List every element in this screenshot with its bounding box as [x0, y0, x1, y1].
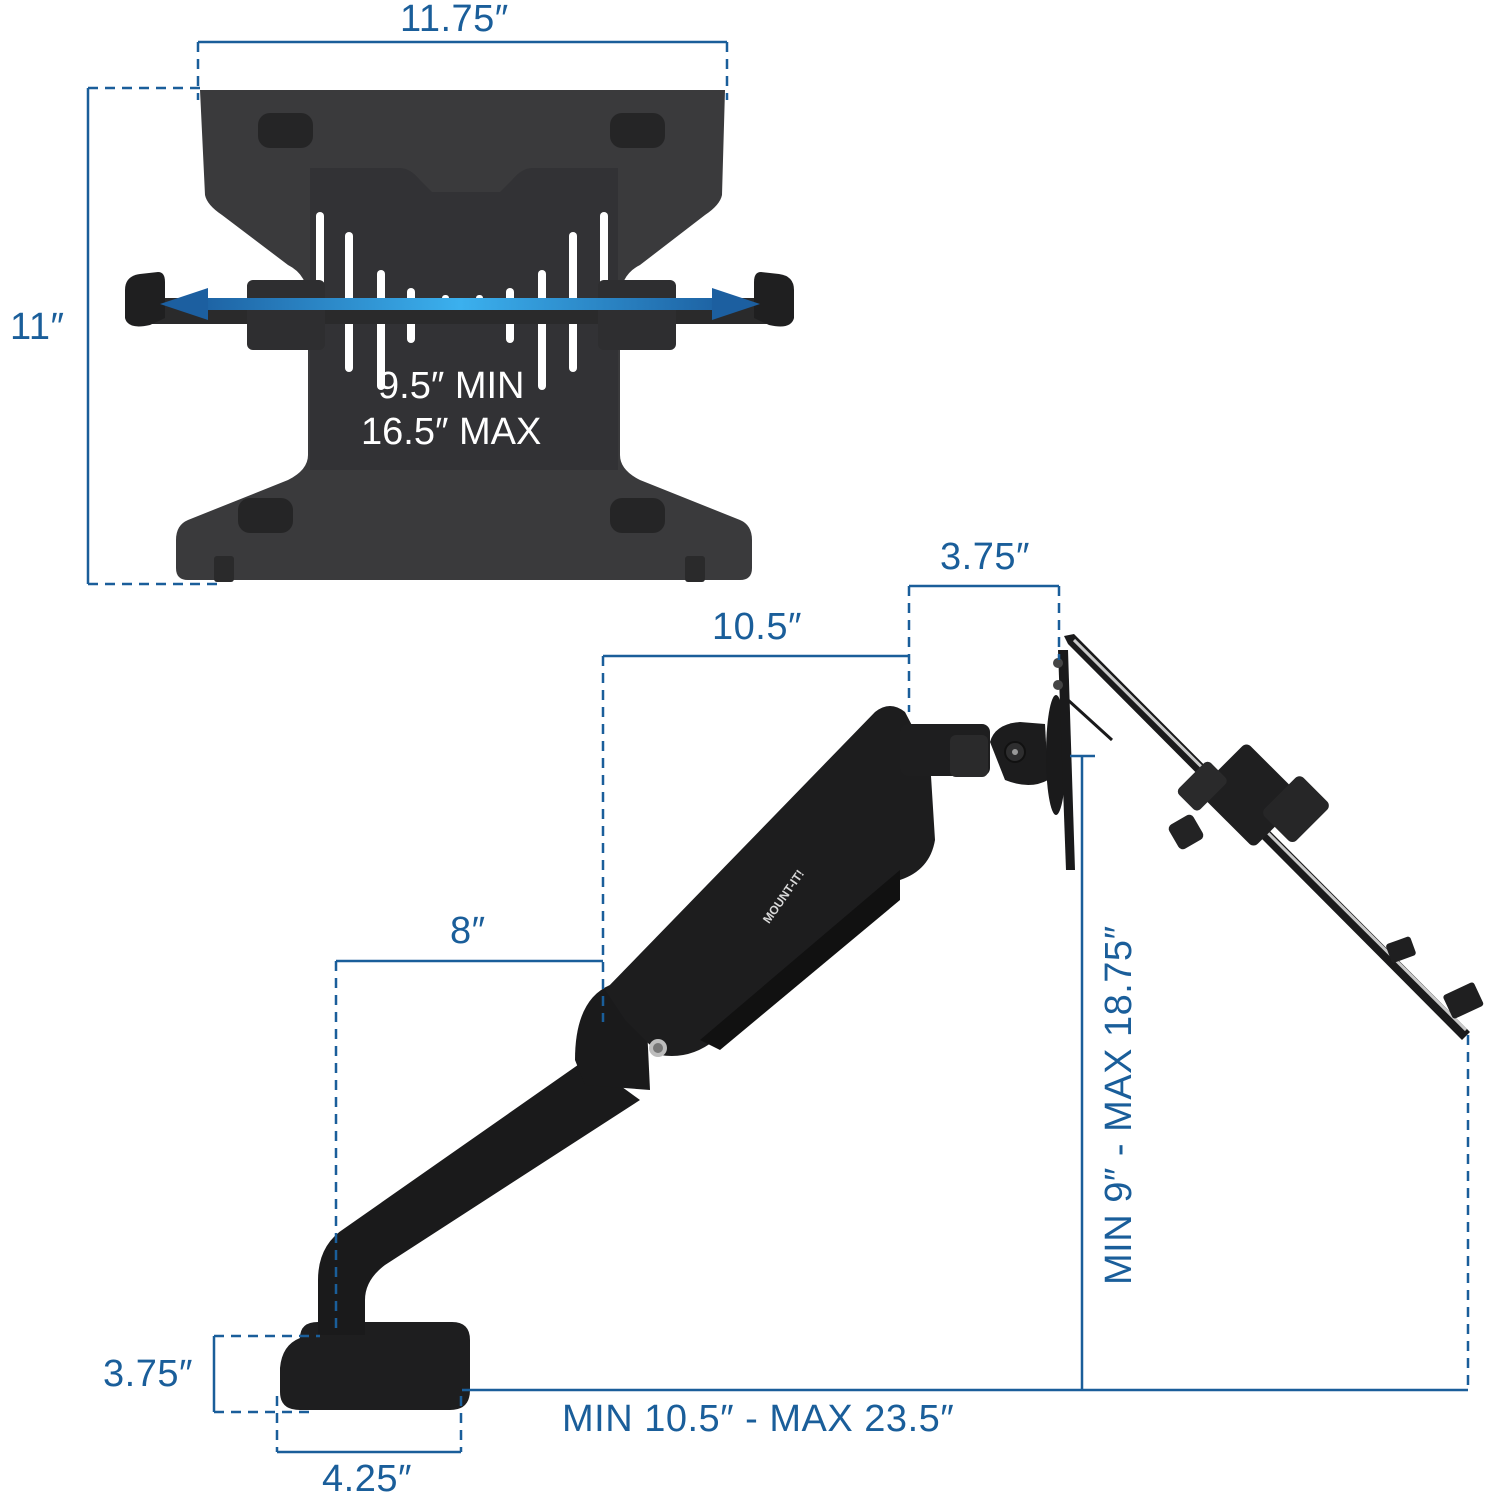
tray-width-label: 11.75″ — [400, 0, 509, 40]
height-range-label: MIN 9″ - MAX 18.75″ — [1098, 925, 1140, 1285]
arm-dimension-lines — [212, 584, 1470, 1454]
tilt-offset-label: 3.75″ — [940, 536, 1030, 578]
tray-adjust-max-label: 16.5″ MAX — [361, 411, 542, 453]
reach-range-label: MIN 10.5″ - MAX 23.5″ — [562, 1398, 955, 1440]
monitor-arm-illustration — [280, 634, 1484, 1410]
double-headed-arrow-icon — [160, 288, 760, 320]
base-height-label: 3.75″ — [103, 1353, 193, 1395]
lower-arm-length-label: 8″ — [450, 910, 486, 952]
tray-dimension-lines — [86, 40, 729, 586]
tray-adjust-min-label: 9.5″ MIN — [378, 365, 525, 407]
laptop-tray-illustration — [125, 90, 794, 582]
upper-arm-length-label: 10.5″ — [712, 606, 802, 648]
tray-height-label: 11″ — [10, 306, 65, 348]
base-width-label: 4.25″ — [322, 1458, 412, 1500]
